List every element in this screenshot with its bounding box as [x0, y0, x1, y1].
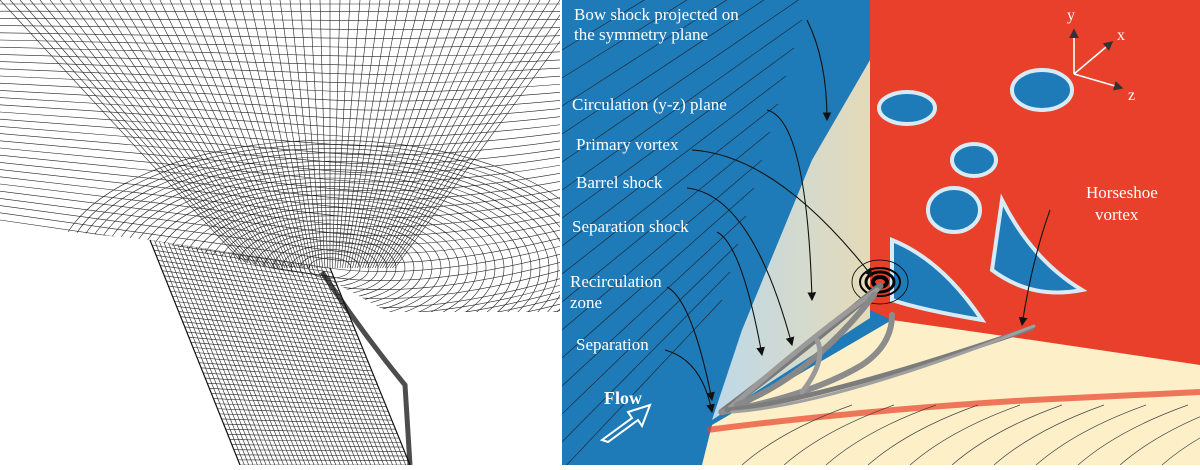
mesh-radial: [363, 0, 461, 268]
horseshoe-vortex-label-line2: vortex: [1095, 205, 1139, 224]
mesh-radial: [375, 0, 510, 268]
mesh-radial: [388, 0, 561, 268]
computational-mesh: [0, 0, 560, 465]
mesh-radial: [395, 0, 560, 268]
mesh-radial: [170, 0, 290, 268]
mesh-ring-line: [209, 388, 382, 398]
primary-vortex-label: Primary vortex: [576, 135, 679, 154]
mesh-radial: [200, 0, 298, 268]
mesh-radial: [335, 0, 350, 268]
mesh-radial: [343, 0, 381, 268]
mesh-radial: [390, 0, 560, 268]
jet-pipe-mesh: [150, 240, 410, 465]
mesh-ring-line: [211, 393, 384, 402]
mesh-ring-line: [183, 322, 359, 340]
mesh-radial: [355, 0, 430, 268]
mesh-radial: [290, 0, 320, 268]
mesh-radial: [320, 0, 328, 268]
mesh-ring-line: [228, 434, 399, 438]
mesh-radial: [300, 0, 323, 268]
mesh-line: [0, 76, 560, 92]
mesh-radial: [380, 0, 530, 268]
mesh-line: [0, 69, 560, 83]
mesh-radial: [383, 0, 541, 268]
recirculation-zone-label-line1: Recirculation: [570, 272, 662, 291]
axis-z-label: z: [1128, 87, 1135, 104]
mesh-radial: [338, 0, 361, 268]
mesh-radial: [40, 0, 258, 268]
mesh-ring-line: [226, 429, 398, 433]
mesh-radial: [365, 0, 470, 268]
mesh-line: [0, 105, 560, 128]
mesh-radial: [100, 0, 273, 268]
mesh-radial: [370, 0, 490, 268]
mesh-line: [0, 47, 560, 56]
mesh-radial: [340, 0, 370, 268]
mesh-radial: [190, 0, 295, 268]
mesh-line: [0, 26, 560, 30]
mesh-ring-line: [224, 424, 396, 429]
mesh-radial: [50, 0, 260, 268]
mesh-radial: [10, 0, 250, 268]
mesh-line: [0, 83, 560, 101]
barrel-shock-label: Barrel shock: [576, 173, 663, 192]
mesh-ring-line: [164, 276, 342, 300]
mesh-line: [0, 314, 560, 357]
flow-structure-figure: Bow shock projected on the symmetry plan…: [562, 0, 1200, 465]
mesh-ring-line: [234, 450, 405, 452]
mesh-ring-line: [238, 460, 408, 461]
mesh-ring-line: [230, 439, 401, 442]
separation-shock-label: Separation shock: [572, 217, 689, 236]
circulation-plane-label: Circulation (y-z) plane: [572, 95, 727, 114]
mesh-ring-line: [177, 306, 354, 326]
mesh-ring-line: [207, 383, 381, 393]
mesh-ring-line: [222, 419, 394, 425]
mesh-radial: [130, 0, 280, 268]
axis-y-label: y: [1067, 7, 1075, 24]
mesh-line: [0, 33, 560, 39]
bow-shock-label-line1: Bow shock projected on: [574, 5, 739, 24]
flow-panel: Bow shock projected on the symmetry plan…: [562, 0, 1200, 465]
mesh-radial: [120, 0, 278, 268]
mesh-radial: [333, 0, 341, 268]
mesh-ring-line: [179, 312, 356, 331]
mesh-radial: [30, 0, 255, 268]
mesh-ring-line: [215, 404, 388, 412]
mesh-line: [0, 242, 560, 299]
mesh-radial: [0, 0, 248, 268]
mesh-ring-line: [166, 281, 344, 304]
mesh-ring: [93, 157, 560, 379]
mesh-ring: [84, 153, 560, 383]
flow-label: Flow: [604, 388, 642, 408]
mesh-ring-line: [236, 455, 406, 456]
mesh-radial: [90, 0, 270, 268]
pipe-edge: [150, 240, 410, 465]
mesh-ring-line: [213, 399, 386, 407]
mesh-panel: [0, 0, 560, 465]
near-wall-refinement: [322, 272, 410, 465]
mesh-ring-line: [203, 373, 377, 384]
mesh-radial: [230, 0, 305, 268]
recirculation-zone-label-line2: zone: [570, 293, 602, 312]
separation-label: Separation: [576, 335, 649, 354]
mesh-line: [0, 90, 560, 110]
mesh-ring-line: [205, 378, 379, 389]
horseshoe-vortex-label-line1: Horseshoe: [1086, 183, 1158, 202]
bow-shock-label-line2: the symmetry plane: [574, 25, 708, 44]
mesh-ring-line: [168, 286, 346, 308]
mesh-ring-line: [232, 445, 403, 448]
mesh-ring-line: [170, 291, 348, 313]
axis-x-label: x: [1117, 27, 1125, 44]
